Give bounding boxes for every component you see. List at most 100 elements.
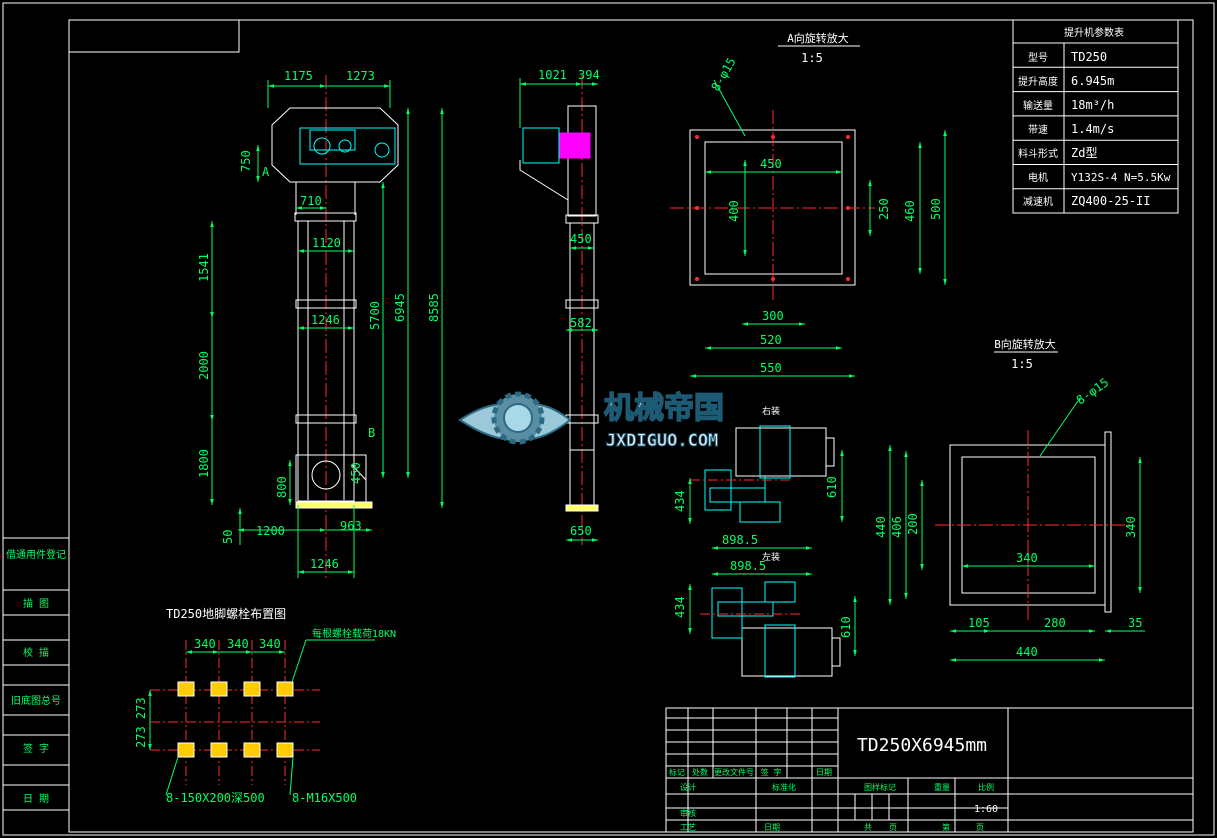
dimension-label: 1246	[310, 557, 339, 571]
param-label: 带速	[1028, 124, 1048, 136]
dimension-label: 1200	[256, 524, 285, 538]
param-label: 提升高度	[1018, 75, 1058, 88]
title-weight-label: 重量	[934, 782, 950, 792]
dimension-label: 406	[890, 516, 904, 538]
dimension-label: 273 273	[134, 697, 148, 748]
dimension-label: 1273	[346, 69, 375, 83]
dimension-label: 434	[673, 596, 687, 618]
foundation-note-left: 8-150X200深500	[166, 791, 265, 805]
stamp-label: 日 期	[23, 793, 49, 805]
detail-a-scale: 1:5	[801, 51, 823, 65]
dimension-label: 750	[239, 150, 253, 172]
drive-right-label: 右装	[762, 405, 780, 417]
dimension-label: 35	[1128, 616, 1142, 630]
params-row: 料斗形式 Zd型	[1018, 146, 1097, 160]
stamp-label: 描 图	[23, 597, 49, 610]
front-view: 1175 1273 750 A 710 1120 1541 1246 5700 …	[197, 69, 444, 580]
params-row: 输送量 18m³/h	[1023, 98, 1114, 112]
detail-b-scale: 1:5	[1011, 357, 1033, 371]
foundation-layout: TD250地脚螺栓布置图 340 340 340 273 273	[134, 606, 396, 805]
params-table: 提升机参数表 型号 TD250 提升高度 6.945m 输送量 18m³/h 带…	[1012, 19, 1179, 214]
dimension-label: 5700	[368, 301, 382, 330]
title-header-cell: 处数	[692, 767, 708, 777]
dimension-label: 340	[1016, 551, 1038, 565]
stamp-label: 旧底图总号	[11, 694, 61, 707]
param-label: 料斗形式	[1018, 147, 1058, 160]
dimension-label: 440	[1016, 645, 1038, 659]
drawing-name: TD250X6945mm	[857, 735, 987, 756]
dimension-label: 400	[727, 200, 741, 222]
detail-b: B向旋转放大 1:5 8-φ15 440 406 200 340 340 105	[874, 337, 1145, 662]
title-design-label: 设计	[680, 782, 696, 792]
param-value: 6.945m	[1071, 74, 1114, 88]
dimension-label: 105	[968, 616, 990, 630]
dimension-label: 8585	[427, 293, 441, 322]
dimension-label: 800	[275, 476, 289, 498]
dimension-label: 898.5	[730, 559, 766, 573]
params-row: 提升高度 6.945m	[1018, 74, 1114, 88]
param-label: 输送量	[1023, 99, 1053, 112]
dimension-label: 250	[877, 198, 891, 220]
title-review-label: 审核	[680, 808, 696, 818]
title-process-date: 日期	[764, 823, 780, 832]
param-value: TD250	[1071, 50, 1107, 64]
title-standard-label: 标准化	[772, 782, 796, 792]
detail-a-holes: 8-φ15	[708, 55, 738, 93]
dimension-label: 340	[194, 637, 216, 651]
dimension-label: 610	[839, 616, 853, 638]
detail-b-title: B向旋转放大	[994, 337, 1056, 351]
title-sheet-label: 第	[942, 822, 950, 832]
param-label: 电机	[1028, 171, 1048, 184]
param-value: 1.4m/s	[1071, 122, 1114, 136]
params-table-title: 提升机参数表	[1064, 26, 1124, 39]
dimension-label: 898.5	[722, 533, 758, 547]
param-label: 减速机	[1023, 195, 1053, 208]
drive-view-right: 右装 434 610 898.5	[673, 405, 844, 550]
params-row: 带速 1.4m/s	[1028, 122, 1114, 136]
stamp-label: 借通用件登记	[6, 548, 66, 561]
side-view: 1021 394 450 582 650	[519, 68, 600, 545]
dimension-label: 1120	[312, 236, 341, 250]
title-sheet-label: 共	[864, 823, 872, 832]
dimension-label: 340	[1124, 516, 1138, 538]
title-header-cell: 更改文件号	[714, 767, 754, 777]
dimension-label: 440	[874, 516, 888, 538]
dimension-label: 520	[760, 333, 782, 347]
dimension-label: 450	[349, 462, 363, 484]
drive-left-label: 左装	[762, 551, 780, 563]
title-header-cell: 日期	[816, 768, 832, 777]
dimension-label: 2000	[197, 351, 211, 380]
title-stage-label: 图样标记	[864, 782, 896, 792]
dimension-label: 650	[570, 524, 592, 538]
dimension-label: 434	[673, 490, 687, 512]
params-row: 电机 Y132S-4 N=5.5Kw	[1028, 171, 1171, 184]
dimension-label: 340	[259, 637, 281, 651]
dimension-label: 1246	[311, 313, 340, 327]
dimension-label: 500	[929, 198, 943, 220]
dimension-label: 280	[1044, 616, 1066, 630]
param-value: Y132S-4 N=5.5Kw	[1071, 171, 1171, 184]
watermark-url: JXDIGUO.COM	[606, 431, 719, 451]
dimension-label: 582	[570, 316, 592, 330]
watermark-brand: 机械帝国	[604, 391, 724, 426]
param-value: ZQ400-25-II	[1071, 194, 1150, 208]
title-process-label: 工艺	[680, 823, 696, 832]
title-scale-label: 比例	[978, 782, 994, 792]
params-row: 型号 TD250	[1028, 50, 1107, 64]
dimension-label: 450	[570, 232, 592, 246]
foundation-load-note: 每根螺栓载荷18KN	[312, 627, 396, 640]
dimension-label: 340	[227, 637, 249, 651]
stamp-label: 签 字	[23, 742, 49, 755]
dimension-label: 450	[760, 157, 782, 171]
param-value: Zd型	[1071, 146, 1097, 160]
title-sheet-label: 页	[976, 823, 984, 832]
dimension-label: 300	[762, 309, 784, 323]
dimension-label: A	[262, 165, 270, 179]
drive-view-left: 左装 898.5 434 610	[673, 551, 857, 678]
title-header-cell: 标记	[669, 767, 685, 777]
dimension-label: 6945	[393, 293, 407, 322]
dimension-label: 1175	[284, 69, 313, 83]
title-scale-value: 1:60	[974, 804, 998, 815]
title-block: TD250X6945mm 标记 处数 更改文件号 签 字 日期 设计 标准化 审…	[665, 707, 1194, 833]
